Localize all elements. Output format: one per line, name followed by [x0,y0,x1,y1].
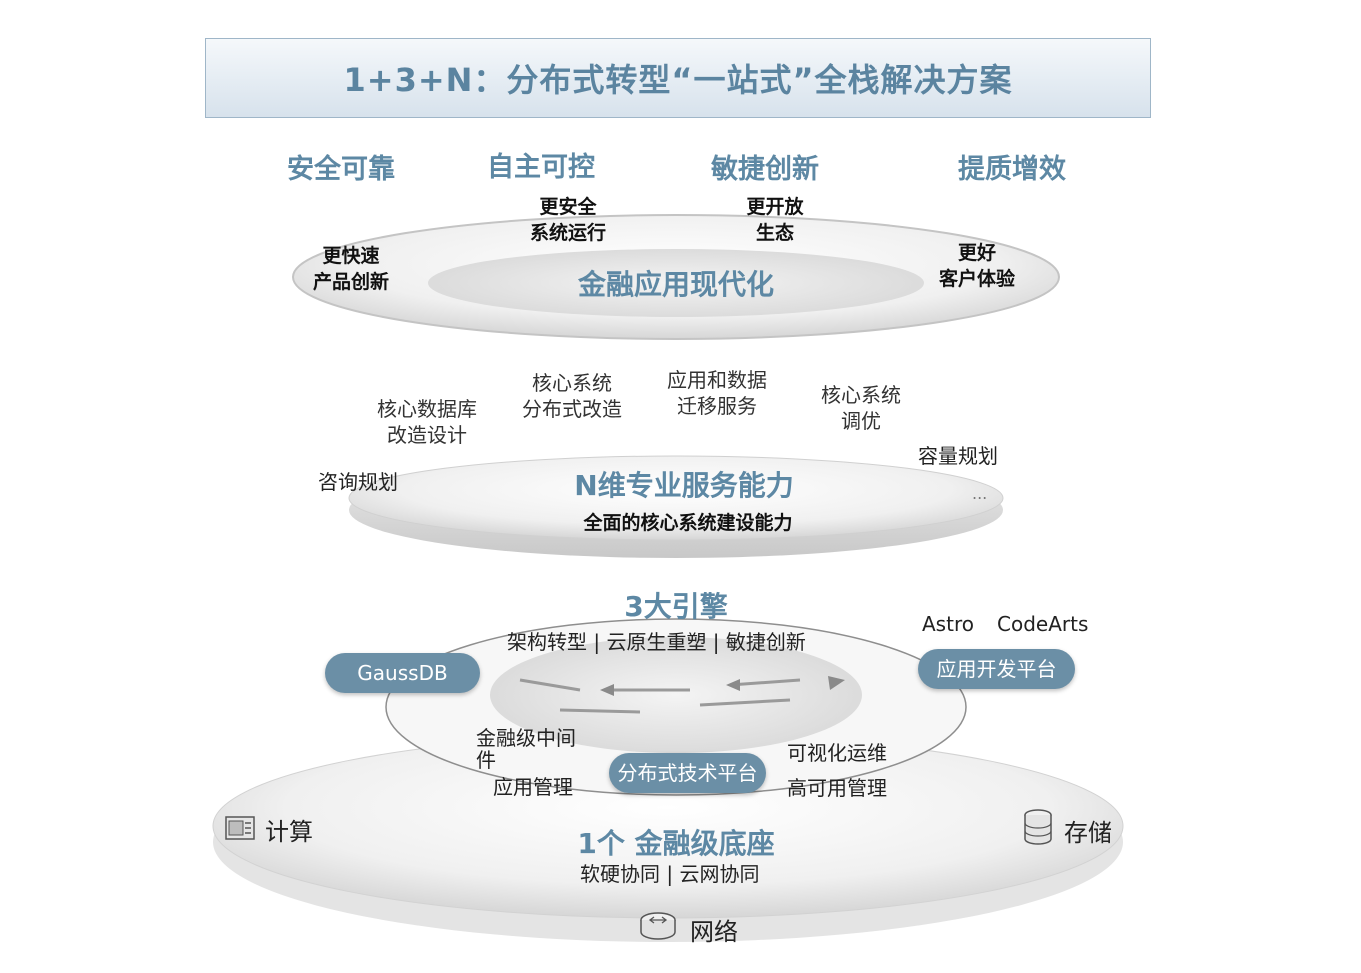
top-ring-inner [428,249,924,317]
database-icon [1020,808,1056,852]
n-layer-disk [348,455,1004,541]
network-item: 网络 [638,910,738,948]
benefit-customer: 更好 客户体验 [938,242,1015,290]
base-title: 1个 金融级底座 [577,827,775,860]
server-icon [225,814,255,846]
gaussdb-pill: GaussDB [325,653,480,693]
benefit-faster: 更快速 产品创新 [312,245,389,293]
engines-title: 3大引擎 [624,590,728,623]
swirl-arrowheads [600,676,845,696]
benefit-open: 更开放 生态 [746,196,804,244]
app-mgmt-label: 应用管理 [493,775,573,799]
codearts-label: CodeArts [997,612,1089,636]
value-label-efficiency: 提质增效 [958,154,1066,185]
service-migration: 应用和数据 迁移服务 [667,368,767,418]
top-ring-center-label: 金融应用现代化 [577,268,774,301]
service-capacity: 容量规划 [918,444,998,468]
service-consulting: 咨询规划 [318,470,398,494]
engine-core [490,637,862,753]
router-icon [638,910,678,948]
value-label-agile: 敏捷创新 [711,154,819,185]
service-more: ... [972,484,988,503]
middleware-label: 金融级中间 件 [476,726,576,772]
base-subtitle: 软硬协同 | 云网协同 [580,862,760,886]
value-label-control: 自主可控 [487,152,595,183]
n-layer-subtitle: 全面的核心系统建设能力 [583,512,793,534]
visual-ops-label: 可视化运维 [787,741,887,765]
compute-item: 计算 [225,812,313,847]
n-layer-title: N维专业服务能力 [574,469,794,502]
service-db-design: 核心数据库 改造设计 [377,397,477,447]
value-label-secure: 安全可靠 [287,154,395,185]
dist-platform-pill: 分布式技术平台 [609,753,766,793]
engines-subtitle: 架构转型 | 云原生重塑 | 敏捷创新 [507,630,806,654]
service-tuning: 核心系统 调优 [821,383,901,433]
benefit-safer: 更安全 系统运行 [529,196,606,244]
network-label: 网络 [690,917,738,946]
storage-label: 存储 [1064,818,1112,847]
app-platform-pill: 应用开发平台 [918,649,1075,689]
storage-item: 存储 [1020,808,1112,852]
title-banner: 1+3+N：分布式转型“一站式”全栈解决方案 [205,38,1151,118]
service-distributed: 核心系统 分布式改造 [522,371,622,421]
astro-label: Astro [922,612,974,636]
page-title: 1+3+N：分布式转型“一站式”全栈解决方案 [343,61,1013,99]
ha-mgmt-label: 高可用管理 [787,776,887,800]
swirl-arrows [519,678,801,714]
compute-label: 计算 [265,818,313,846]
